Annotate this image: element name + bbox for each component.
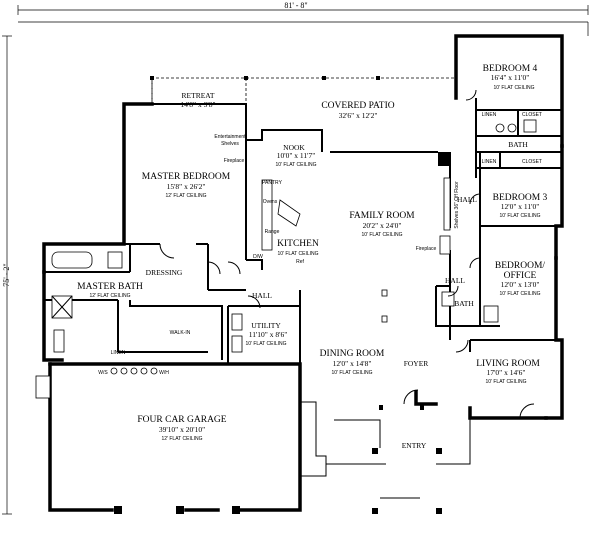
fireplace-master-label: Fireplace xyxy=(224,158,245,164)
wh-label: W/H xyxy=(159,370,169,376)
bath-label: BATH xyxy=(508,140,528,149)
living-room-size: 17'0" x 14'6" xyxy=(487,368,526,377)
dressing-name: DRESSING xyxy=(146,268,183,277)
kitchen-ceiling: 10' FLAT CEILING xyxy=(277,251,318,257)
office-name-2: OFFICE xyxy=(504,271,537,281)
family-room-ceiling: 10' FLAT CEILING xyxy=(361,232,402,238)
dining-room-ceiling: 10' FLAT CEILING xyxy=(331,370,372,376)
office-name-1: BEDROOM/ xyxy=(495,261,546,271)
hall-label-mid: HALL xyxy=(445,276,465,285)
width-dimension xyxy=(17,5,589,36)
linen-label-3: LINEN xyxy=(111,350,126,356)
bedroom3-size: 12'0" x 11'0" xyxy=(501,202,540,211)
nook-name: NOOK xyxy=(283,143,305,152)
garage-size: 39'10" x 20'10" xyxy=(159,425,205,434)
depth-dimension xyxy=(2,35,12,515)
range-label: Range xyxy=(265,229,280,235)
utility-name: UTILITY xyxy=(251,321,281,330)
nook-size: 10'0" x 11'7" xyxy=(277,151,316,160)
ws-label: W/S xyxy=(98,370,108,376)
patio-name: COVERED PATIO xyxy=(321,101,394,111)
utility-size: 11'10" x 8'6" xyxy=(249,330,288,339)
bedroom3-ceiling: 10' FLAT CEILING xyxy=(499,213,540,219)
fixtures xyxy=(35,89,537,499)
foyer-label: FOYER xyxy=(404,359,429,368)
overall-width-label: 81' - 8" xyxy=(284,1,307,10)
bath-lower-label: BATH xyxy=(454,299,474,308)
fireplace-family-label: Fireplace xyxy=(416,246,437,252)
garage-ceiling: 12' FLAT CEILING xyxy=(161,436,202,442)
linen-label-2: LINEN xyxy=(482,159,497,165)
bedroom4-size: 16'4" x 11'0" xyxy=(491,73,530,82)
entertainment-label-1: Entertainment xyxy=(214,134,246,140)
pantry-label: PANTRY xyxy=(262,180,282,186)
ovens-label: Ovens xyxy=(263,199,278,205)
office-ceiling: 10' FLAT CEILING xyxy=(499,291,540,297)
master-bath-ceiling: 12' FLAT CEILING xyxy=(89,293,130,299)
utility-ceiling: 10' FLAT CEILING xyxy=(245,341,286,347)
shelves-label: Shelves 36" Off Floor xyxy=(454,181,460,229)
nook-ceiling: 10' FLAT CEILING xyxy=(275,162,316,168)
master-bedroom-name: MASTER BEDROOM xyxy=(142,172,231,182)
retreat-name: RETREAT xyxy=(182,91,215,100)
entry-label: ENTRY xyxy=(402,441,427,450)
linen-label-1: LINEN xyxy=(482,112,497,118)
hall-label-top: HALL xyxy=(252,291,272,300)
overall-depth-label: 75' - 2" xyxy=(2,263,11,286)
closet-label-1: CLOSET xyxy=(522,112,542,118)
walkin-label: WALK-IN xyxy=(170,330,191,336)
dining-room-name: DINING ROOM xyxy=(320,349,385,359)
master-bedroom-ceiling: 12' FLAT CEILING xyxy=(165,193,206,199)
retreat-size: 14'8" x 3'8" xyxy=(180,100,215,109)
kitchen-name: KITCHEN xyxy=(277,239,319,249)
entertainment-label-2: Shelves xyxy=(221,141,239,147)
bedroom3-name: BEDROOM 3 xyxy=(493,193,548,203)
master-bedroom-size: 15'8" x 26'2" xyxy=(167,182,206,191)
closet-label-2: CLOSET xyxy=(522,159,542,165)
ref-label: Ref xyxy=(296,259,304,265)
columns xyxy=(114,152,450,514)
family-room-name: FAMILY ROOM xyxy=(349,211,415,221)
dining-room-size: 12'0" x 14'8" xyxy=(333,359,372,368)
office-size: 12'0" x 13'0" xyxy=(501,280,540,289)
dw-label: D/W xyxy=(253,254,263,260)
living-room-ceiling: 10' FLAT CEILING xyxy=(485,379,526,385)
garage-name: FOUR CAR GARAGE xyxy=(137,415,226,425)
bedroom4-ceiling: 10' FLAT CEILING xyxy=(493,85,534,91)
family-room-size: 20'2" x 24'0" xyxy=(363,221,402,230)
patio-outline xyxy=(150,76,456,153)
master-bath-name: MASTER BATH xyxy=(77,282,143,292)
hall-label-right: HALL xyxy=(457,195,477,204)
bedroom4-name: BEDROOM 4 xyxy=(483,64,538,74)
patio-size: 32'6" x 12'2" xyxy=(339,111,378,120)
living-room-name: LIVING ROOM xyxy=(476,359,540,369)
